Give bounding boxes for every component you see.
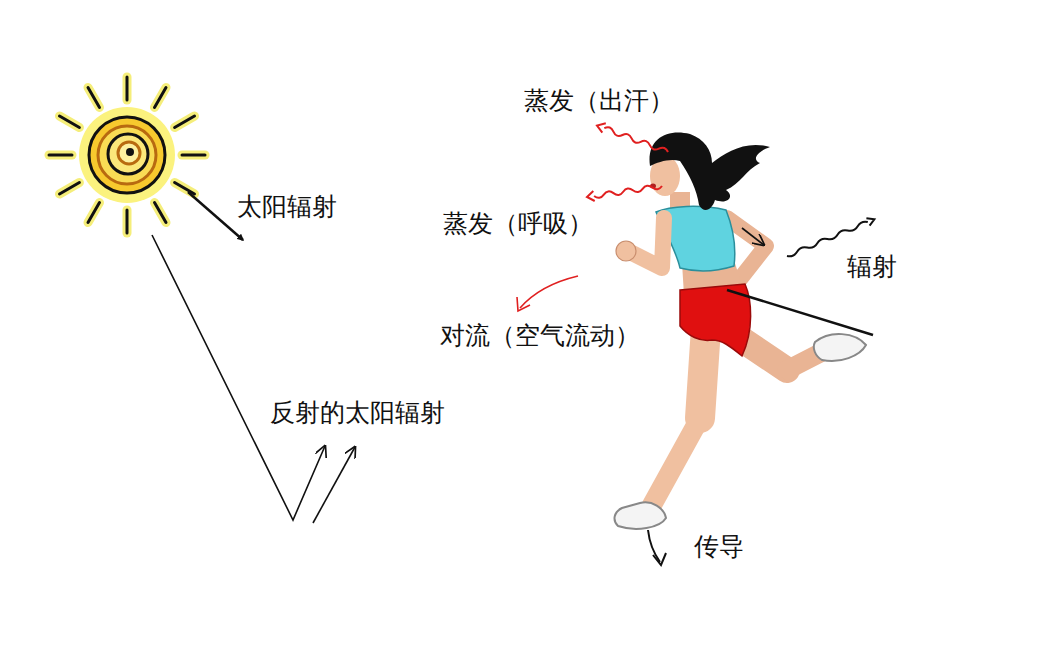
sun-ray-glow [49, 77, 205, 233]
callout-label: 辐射 [847, 252, 897, 282]
illustration-part [126, 210, 129, 233]
callout-label: 传导 [694, 532, 744, 562]
callout-label: 对流（空气流动） [440, 321, 640, 351]
illustration-part [60, 116, 80, 128]
illustration-part [123, 77, 132, 100]
breath-wave [594, 186, 662, 198]
sun-spiral [126, 148, 134, 156]
illustration-part [126, 77, 129, 100]
runner-shin [652, 418, 700, 505]
illustration-part [182, 154, 205, 157]
convection-arrow [520, 276, 578, 308]
sun-spiral [118, 142, 140, 164]
sun-symbol [49, 77, 205, 233]
sweat-wave [604, 127, 668, 152]
illustration-part [175, 116, 195, 128]
illustration-part [155, 88, 167, 108]
illustration-part [155, 203, 167, 223]
illustration-part [88, 88, 100, 108]
callout-label: 蒸发（呼吸） [443, 209, 593, 239]
arm-arrow [742, 228, 764, 245]
conduction-head [653, 553, 666, 565]
runner-shoe [814, 334, 866, 361]
illustration-part [49, 151, 72, 160]
reflected-arrow [313, 447, 355, 523]
illustration-part [123, 210, 132, 233]
illustration-part [182, 151, 205, 160]
illustration-part [88, 203, 100, 223]
illustration-part [49, 154, 72, 157]
leader-line [727, 290, 873, 335]
convection-head [517, 297, 530, 311]
illustration-part [60, 116, 80, 128]
callout-label: 蒸发（出汗） [524, 86, 674, 116]
callout-label: 反射的太阳辐射 [270, 398, 445, 428]
illustration-part [88, 203, 100, 223]
solar-arrow [188, 192, 243, 240]
illustration-part [175, 183, 195, 195]
sun-glow [79, 107, 175, 203]
radiation-wave [787, 222, 868, 257]
sun-ray [49, 77, 205, 233]
reflected-arrow [152, 235, 325, 520]
sun-disc [89, 117, 165, 193]
illustration-part [155, 203, 167, 223]
illustration-part [175, 183, 195, 195]
runner-arm [630, 218, 664, 268]
breath-head [587, 191, 595, 201]
runner-figure [615, 132, 866, 528]
radiation-head [866, 218, 874, 225]
illustration-part [155, 88, 167, 108]
sweat-head [597, 123, 606, 132]
runner-fist [616, 241, 636, 261]
runner-hair [649, 132, 770, 210]
illustration-part [60, 183, 80, 195]
sun-spiral [108, 134, 148, 174]
sun-spiral [98, 126, 156, 184]
illustration-part [175, 116, 195, 128]
illustration-part [88, 88, 100, 108]
runner-shoe [615, 502, 666, 528]
runner-thigh [700, 328, 706, 418]
illustration-part [60, 183, 80, 195]
callout-label: 太阳辐射 [237, 192, 337, 222]
